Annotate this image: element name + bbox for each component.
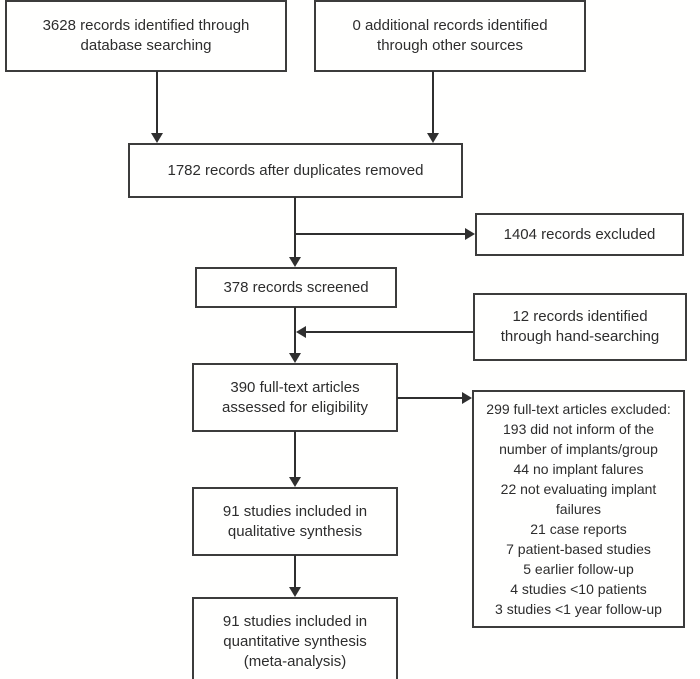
box-text-line: 7 patient-based studies xyxy=(506,541,651,557)
arrow-left-icon xyxy=(296,326,306,338)
box-text-line: 91 studies included in xyxy=(222,613,368,630)
box-text-line: number of implants/group xyxy=(499,441,658,457)
arrow-down-icon xyxy=(151,133,163,143)
arrow-down-icon xyxy=(289,257,301,267)
connector-line xyxy=(397,397,463,399)
box-text-line: database searching xyxy=(80,37,212,54)
box-text-line: quantitative synthesis xyxy=(223,633,367,650)
connector-line xyxy=(294,197,296,259)
box-text-line: 390 full-text articles xyxy=(230,378,360,396)
arrow-down-icon xyxy=(289,587,301,597)
connector-line xyxy=(295,233,467,235)
box-records-excluded: 1404 records excluded xyxy=(475,213,684,256)
box-text-line: 12 records identified xyxy=(512,308,648,325)
box-text-line: 3 studies <1 year follow-up xyxy=(495,601,662,617)
connector-line xyxy=(306,331,473,333)
box-text-line: 1404 records excluded xyxy=(503,225,656,243)
box-qualitative-synthesis: 91 studies included in qualitative synth… xyxy=(192,487,398,556)
box-records-hand-searching: 12 records identified through hand-searc… xyxy=(473,293,687,361)
box-text-line: 193 did not inform of the xyxy=(503,421,654,437)
box-text-line: 4 studies <10 patients xyxy=(510,581,647,597)
arrow-down-icon xyxy=(427,133,439,143)
box-text-line: 378 records screened xyxy=(223,278,369,296)
box-quantitative-synthesis: 91 studies included in quantitative synt… xyxy=(192,597,398,679)
box-text-line: 91 studies included in xyxy=(222,502,368,520)
connector-line xyxy=(156,71,158,134)
arrow-right-icon xyxy=(465,228,475,240)
box-records-identified-other-sources: 0 additional records identified through … xyxy=(314,0,586,72)
box-text-line: 0 additional records identified xyxy=(352,17,548,34)
box-text-line: 44 no implant falures xyxy=(513,461,644,477)
arrow-down-icon xyxy=(289,353,301,363)
connector-line xyxy=(294,431,296,479)
connector-line xyxy=(432,71,434,134)
connector-line xyxy=(294,307,296,355)
box-text-line: through hand-searching xyxy=(500,328,660,345)
box-text-line: 3628 records identified through xyxy=(42,17,250,34)
box-text-line: 22 not evaluating implant xyxy=(500,481,657,497)
arrow-down-icon xyxy=(289,477,301,487)
box-text-line: (meta-analysis) xyxy=(243,653,347,670)
box-records-screened: 378 records screened xyxy=(195,267,397,308)
box-records-identified-database: 3628 records identified through database… xyxy=(5,0,287,72)
box-text-line: assessed for eligibility xyxy=(222,398,368,416)
box-text-line: 5 earlier follow-up xyxy=(523,561,634,577)
box-text-line: qualitative synthesis xyxy=(227,522,363,540)
box-text-line: 21 case reports xyxy=(530,521,627,537)
box-text-line: failures xyxy=(555,501,602,517)
box-text-line: 299 full-text articles excluded: xyxy=(486,401,671,417)
box-fulltext-assessed: 390 full-text articles assessed for elig… xyxy=(192,363,398,432)
arrow-right-icon xyxy=(462,392,472,404)
box-records-after-duplicates-removed: 1782 records after duplicates removed xyxy=(128,143,463,198)
box-text-line: through other sources xyxy=(377,37,523,54)
connector-line xyxy=(294,555,296,589)
box-fulltext-excluded: 299 full-text articles excluded: 193 did… xyxy=(472,390,685,628)
box-text-line: 1782 records after duplicates removed xyxy=(167,161,424,179)
